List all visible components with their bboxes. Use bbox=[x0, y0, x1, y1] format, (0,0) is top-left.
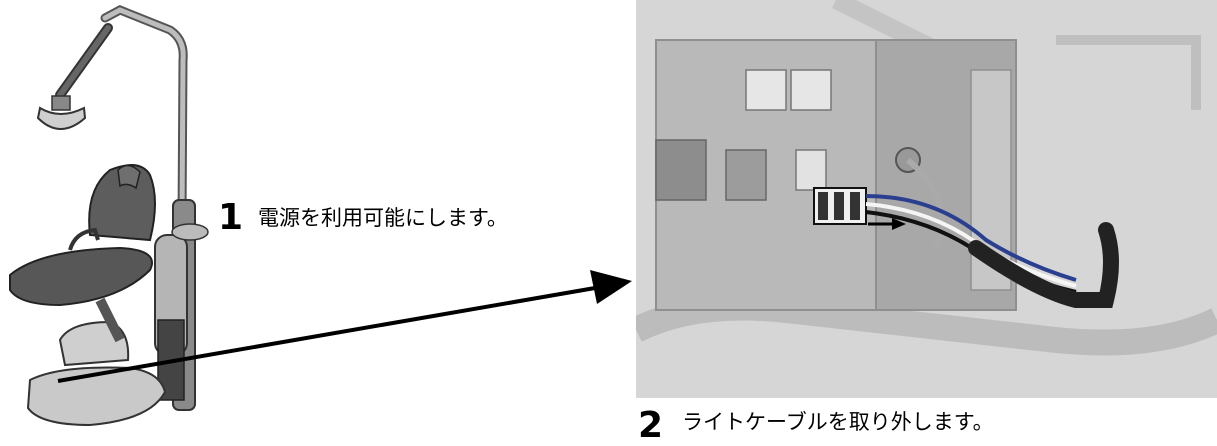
step-1-number: 1 bbox=[218, 197, 244, 238]
step-2-number: 2 bbox=[638, 405, 664, 446]
step-2-text: ライトケーブルを取り外します。 bbox=[682, 410, 994, 434]
step-1-text: 電源を利用可能にします。 bbox=[258, 206, 508, 230]
light-cable-connector-photo bbox=[636, 0, 1217, 398]
